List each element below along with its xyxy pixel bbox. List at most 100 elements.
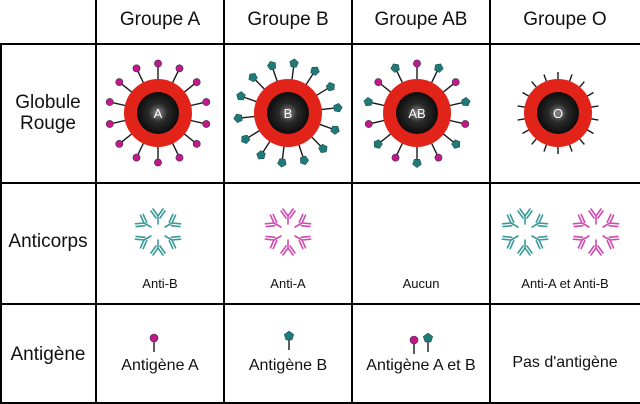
caption-anti-a: Anti-A	[270, 276, 306, 291]
antibody-icon	[264, 235, 282, 250]
antigen-a-tip	[154, 59, 162, 68]
antibody-cluster-anti-b-right	[572, 208, 620, 256]
antigen-a-tip	[391, 153, 400, 162]
cell-core	[537, 92, 579, 134]
antigen-stalk	[430, 141, 439, 156]
antibody-icon	[134, 213, 152, 228]
antigen-a-tip	[132, 153, 141, 162]
antigen-stalk	[136, 70, 145, 85]
antibody-icon	[602, 213, 620, 228]
caption-antigen-b: Antigène B	[248, 357, 328, 374]
caption-anti-b: Anti-B	[142, 276, 178, 291]
antigen-a-tip	[413, 59, 421, 68]
antibody-icon	[572, 213, 590, 228]
antibody-cluster-anti-b	[134, 208, 182, 256]
antigen-stalk	[314, 87, 329, 97]
antigen-stalk	[189, 101, 204, 107]
antigen-stalk	[304, 73, 314, 87]
antigen-b-tip	[310, 66, 320, 76]
antigen-a-tip	[364, 120, 373, 128]
cell-letter-o: O	[552, 106, 564, 121]
antigen-a-tip	[451, 78, 460, 87]
antigen-b-tip	[330, 125, 340, 135]
antigen-b-tip	[422, 332, 434, 343]
cell-letter-a: A	[153, 106, 163, 121]
antigen-a-tip	[202, 98, 211, 106]
antigen-a-tip	[105, 98, 114, 106]
antigen-stalk	[448, 119, 463, 125]
antigen-stalk	[371, 101, 386, 107]
caption-antigen-a-and-b: Antigène A et B	[366, 357, 476, 374]
antigen-a-tip	[202, 120, 211, 128]
antibody-icon	[588, 208, 604, 225]
antigen-a-tip	[461, 120, 470, 128]
antigen-a-tip	[192, 78, 201, 87]
antigen-b-tip	[266, 61, 276, 71]
antigen-b-tip	[283, 330, 295, 341]
antigen-b-tip	[248, 73, 258, 83]
antigen-b-tip	[241, 134, 251, 144]
antigen-a-tip	[409, 335, 419, 345]
antigen-stalk	[247, 129, 262, 139]
antigen-stalk	[112, 119, 127, 125]
antibody-icon	[517, 208, 533, 225]
antigen-a-icon	[409, 335, 419, 354]
antigen-b-tip	[451, 139, 461, 149]
antibody-icon	[588, 239, 604, 256]
antigen-stalk	[281, 144, 285, 160]
antigen-b-tip	[363, 96, 373, 107]
antigen-stalk	[441, 132, 455, 143]
antigen-b-tip	[318, 143, 328, 153]
row-label-line: Rouge	[20, 112, 76, 134]
caption-anti-a-and-b: Anti-A et Anti-B	[521, 276, 609, 291]
antibody-icon	[150, 239, 166, 256]
antibody-icon	[501, 213, 519, 228]
antigen-stalk	[430, 70, 439, 85]
caption-none: Aucun	[402, 276, 440, 291]
antibody-icon	[264, 213, 282, 228]
antigen-stalk	[297, 143, 304, 158]
antigen-stalk	[371, 119, 386, 125]
red-cell-group-b	[233, 58, 343, 168]
antigen-b-tip	[461, 96, 471, 107]
antigen-stalk	[379, 83, 393, 94]
antigen-b-tip	[277, 158, 287, 168]
antigen-b-tip	[333, 102, 343, 113]
antigen-b-tip	[256, 150, 266, 160]
antigen-b-tip	[412, 159, 422, 168]
antibody-icon	[134, 235, 152, 250]
antigen-stalk	[182, 83, 196, 94]
antigen-stalk	[136, 141, 145, 156]
antigen-stalk	[319, 107, 335, 111]
header-group-a: Groupe A	[119, 9, 201, 30]
antigen-a-tip	[154, 158, 162, 167]
antigen-stalk	[120, 83, 134, 94]
antigen-stalk	[309, 135, 322, 147]
antigen-b-icon	[283, 330, 295, 350]
antibody-icon	[517, 239, 533, 256]
antigen-stalk	[171, 70, 180, 85]
antigen-stalk	[120, 132, 134, 143]
row-label-antibodies: Anticorps	[8, 231, 88, 252]
antibody-icon	[294, 213, 312, 228]
antigen-b-tip	[233, 113, 243, 124]
antigen-b-tip	[236, 91, 246, 101]
row-label-red-cell: Globule Rouge	[0, 92, 96, 135]
antibody-icon	[164, 213, 182, 228]
antibody-icon	[150, 208, 166, 225]
antigen-a-icon	[149, 333, 159, 352]
red-cell-group-a	[105, 59, 211, 167]
cell-core	[396, 92, 438, 134]
header-group-ab: Groupe AB	[374, 9, 468, 30]
cell-letter-b: B	[283, 106, 293, 121]
caption-antigen-a: Antigène A	[121, 357, 199, 374]
antigen-a-tip	[115, 139, 124, 148]
antigen-b-tip	[434, 63, 444, 73]
cell-letter-ab: AB	[408, 106, 426, 121]
antigen-stalk	[189, 119, 204, 125]
red-cell-group-o	[517, 72, 599, 154]
antigen-a-tip	[105, 120, 114, 128]
red-cell-group-ab	[363, 59, 471, 168]
antigen-stalk	[272, 68, 279, 83]
